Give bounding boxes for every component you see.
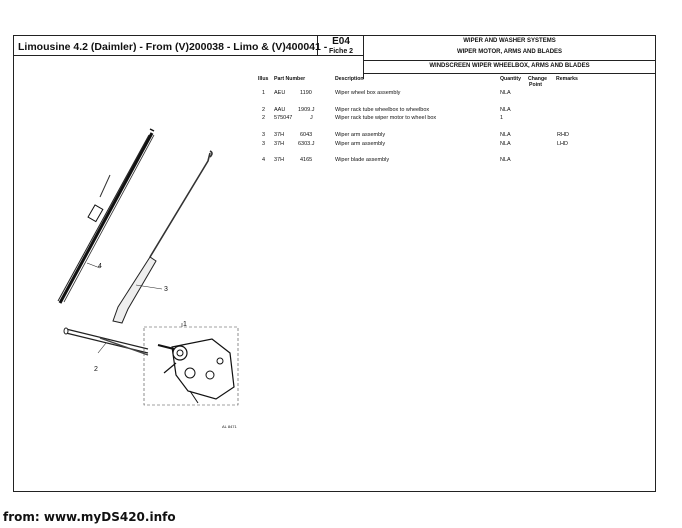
system-line-1: WIPER AND WASHER SYSTEMS bbox=[463, 38, 556, 44]
row-quantity: NLA bbox=[500, 132, 511, 138]
wiper-arm-illustration bbox=[112, 150, 213, 324]
wiper-blade-illustration bbox=[57, 128, 155, 304]
callout-1: 1 bbox=[183, 321, 187, 328]
source-footer: from: www.myDS420.info bbox=[3, 510, 176, 524]
callout-2: 2 bbox=[94, 366, 98, 373]
row-quantity: 1 bbox=[500, 115, 504, 121]
col-illus: Illus bbox=[258, 76, 269, 82]
row-part-number: 4165 bbox=[300, 157, 313, 163]
row-quantity: NLA bbox=[500, 141, 511, 147]
row-part-prefix: AEU bbox=[274, 90, 286, 96]
row-illus: 2 bbox=[262, 107, 266, 113]
row-part-prefix: AAU bbox=[274, 107, 286, 113]
col-part-number: Part Number bbox=[274, 76, 306, 82]
subtitle-bottom-rule bbox=[363, 73, 656, 74]
section-code: E04 bbox=[332, 36, 350, 47]
header-bottom-rule bbox=[13, 55, 364, 56]
row-illus: 4 bbox=[262, 157, 266, 163]
fiche-label: Fiche 2 bbox=[328, 48, 354, 55]
col-quantity: Quantity bbox=[500, 76, 522, 82]
callout-3: 3 bbox=[164, 286, 168, 293]
row-quantity: NLA bbox=[500, 157, 511, 163]
row-illus: 2 bbox=[262, 115, 266, 121]
exploded-parts-diagram bbox=[57, 128, 239, 406]
code-divider-left bbox=[317, 35, 318, 56]
row-part-prefix: 37H bbox=[274, 141, 285, 147]
diagram-ref-note: AL 8471 bbox=[222, 424, 237, 429]
row-part-number: 6303.J bbox=[298, 141, 315, 147]
row-description: Wiper arm assembly bbox=[335, 141, 386, 147]
row-description: Wiper arm assembly bbox=[335, 132, 386, 138]
row-part-prefix: 37H bbox=[274, 157, 285, 163]
system-heading: WIPER AND WASHER SYSTEMS WIPER MOTOR, AR… bbox=[364, 36, 655, 58]
rack-tube-illustration bbox=[63, 327, 149, 356]
row-part-number: J bbox=[310, 115, 313, 121]
parts-sheet bbox=[13, 35, 656, 492]
row-part-prefix: 575047 bbox=[274, 115, 293, 121]
section-subtitle: WINDSCREEN WIPER WHEELBOX, ARMS AND BLAD… bbox=[429, 63, 590, 69]
col-change-point: Change Point bbox=[528, 76, 547, 88]
section-code-box: E04 Fiche 2 bbox=[318, 36, 364, 56]
row-remarks: RHD bbox=[557, 132, 569, 138]
row-description: Wiper blade assembly bbox=[335, 157, 390, 163]
row-quantity: NLA bbox=[500, 90, 511, 96]
row-quantity: NLA bbox=[500, 107, 511, 113]
row-description: Wiper rack tube wiper motor to wheel box bbox=[335, 115, 437, 121]
row-part-number: 6043 bbox=[300, 132, 313, 138]
system-line-2: WIPER MOTOR, ARMS AND BLADES bbox=[456, 49, 563, 55]
row-description: Wiper rack tube wheelbox to wheelbox bbox=[335, 107, 430, 113]
row-description: Wiper wheel box assembly bbox=[335, 90, 401, 96]
callout-4: 4 bbox=[98, 263, 102, 270]
row-illus: 3 bbox=[262, 132, 266, 138]
system-box-bottom-rule bbox=[363, 60, 656, 61]
code-divider-right bbox=[363, 35, 364, 79]
row-remarks: LHD bbox=[557, 141, 569, 147]
row-part-number: 1190 bbox=[300, 90, 312, 96]
wheelbox-illustration bbox=[143, 323, 239, 406]
col-change-point-line2: Point bbox=[529, 82, 542, 88]
col-remarks: Remarks bbox=[556, 76, 578, 82]
row-part-prefix: 37H bbox=[274, 132, 285, 138]
page-title: Limousine 4.2 (Daimler) - From (V)200038… bbox=[18, 41, 328, 53]
row-part-number: 1909.J bbox=[298, 107, 315, 113]
col-description: Description bbox=[335, 76, 364, 82]
row-illus: 3 bbox=[262, 141, 266, 147]
row-illus: 1 bbox=[262, 90, 266, 96]
col-change-point-line1: Change bbox=[528, 76, 548, 82]
